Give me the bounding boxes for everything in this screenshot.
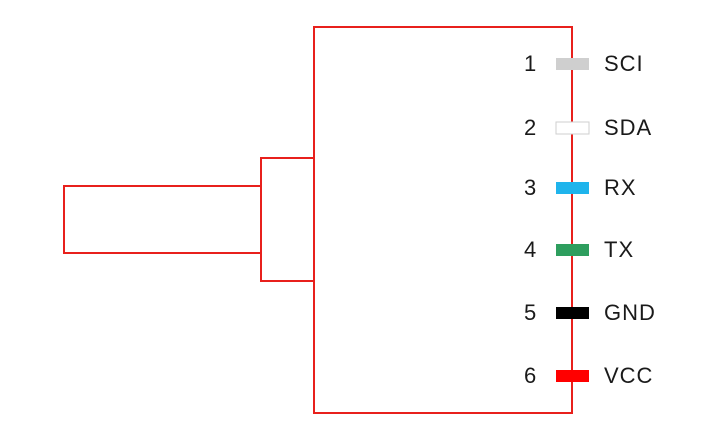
- pin-number: 4: [524, 237, 537, 262]
- pin-swatch: [556, 58, 589, 70]
- pin-swatch: [556, 182, 589, 194]
- cable-plug: [63, 185, 262, 254]
- pin-label: SCI: [604, 51, 644, 76]
- pin-number: 2: [524, 115, 537, 140]
- pin-number: 6: [524, 363, 537, 388]
- pin-row: 5 GND: [524, 300, 656, 325]
- pin-number: 5: [524, 300, 537, 325]
- pin-label: VCC: [604, 363, 653, 388]
- connector-body: [313, 26, 573, 414]
- pin-row: 1 SCI: [524, 51, 644, 76]
- pin-label: TX: [604, 237, 634, 262]
- pin-row: 3 RX: [524, 175, 637, 200]
- pin-number: 3: [524, 175, 537, 200]
- pin-label: GND: [604, 300, 656, 325]
- pin-row: 6 VCC: [524, 363, 653, 388]
- pin-row: 2 SDA: [524, 115, 652, 140]
- pin-row: 4 TX: [524, 237, 634, 262]
- pin-swatch: [556, 307, 589, 319]
- pin-label: RX: [604, 175, 637, 200]
- pin-swatch: [555, 121, 590, 135]
- pin-label: SDA: [604, 115, 652, 140]
- pin-number: 1: [524, 51, 537, 76]
- pin-swatch: [556, 244, 589, 256]
- connector-collar: [260, 157, 315, 282]
- pin-swatch: [556, 370, 589, 382]
- pin-list: 1 SCI 2 SDA 3 RX 4 TX 5 GND 6: [524, 51, 656, 388]
